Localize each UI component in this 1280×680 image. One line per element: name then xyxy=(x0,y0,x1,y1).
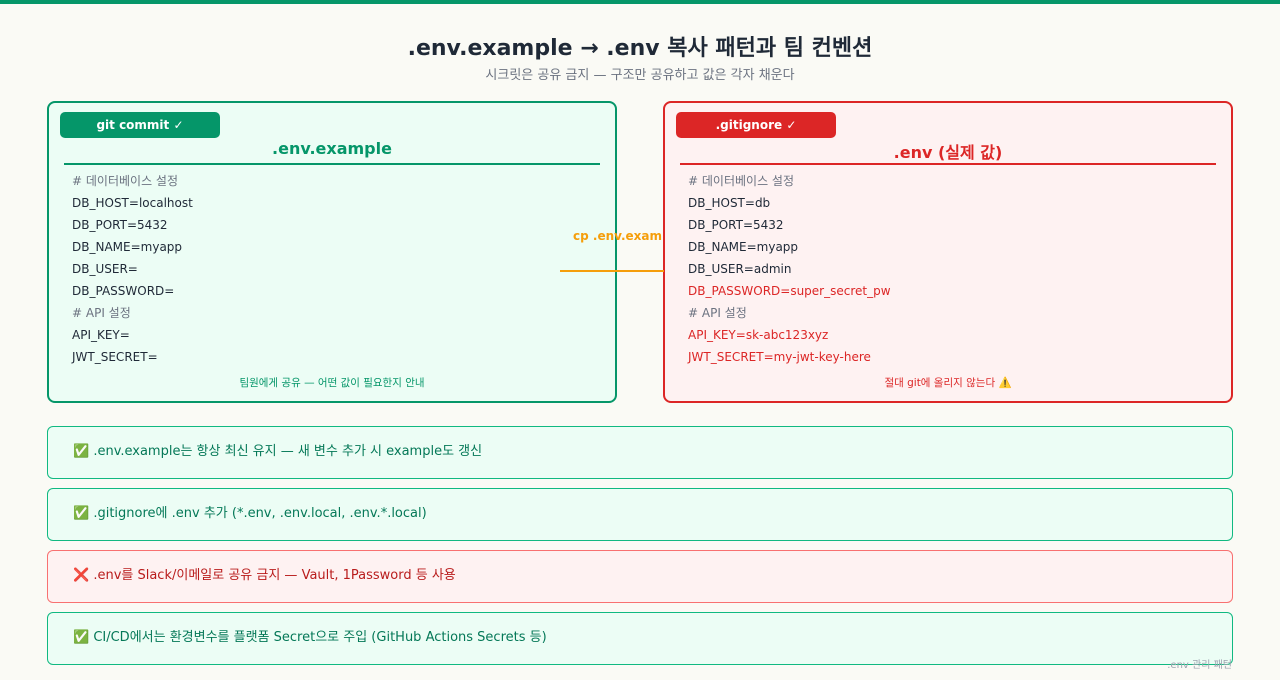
env-line: DB_NAME=myapp xyxy=(688,240,799,254)
env-line: JWT_SECRET=my-jwt-key-here xyxy=(688,350,871,364)
env-line: JWT_SECRET= xyxy=(72,350,158,364)
env-line: DB_USER= xyxy=(72,262,138,276)
panel-divider xyxy=(64,163,600,165)
env-line: DB_PASSWORD=super_secret_pw xyxy=(688,284,891,298)
env-line: DB_HOST=localhost xyxy=(72,196,193,210)
env-real-title: .env (실제 값) xyxy=(893,143,1003,162)
gitignore-badge: .gitignore ✓ xyxy=(676,112,836,138)
env-line: DB_PASSWORD= xyxy=(72,284,175,298)
copy-arrow-label: cp .env.example xyxy=(573,229,663,243)
env-line: # 데이터베이스 설정 xyxy=(72,174,179,188)
env-line: API_KEY= xyxy=(72,328,130,342)
env-example-note: 팀원에게 공유 — 어떤 값이 필요한지 안내 xyxy=(239,377,425,389)
panel-divider xyxy=(680,163,1216,165)
env-line: # 데이터베이스 설정 xyxy=(688,174,795,188)
page-subtitle: 시크릿은 공유 금지 — 구조만 공유하고 값은 각자 채운다 xyxy=(485,68,795,83)
tip-no-sharing: ❌ .env를 Slack/이메일로 공유 금지 — Vault, 1Passw… xyxy=(47,550,1233,603)
env-line: DB_PORT=5432 xyxy=(688,218,784,232)
tip-ci-secrets: ✅ CI/CD에서는 환경변수를 플랫폼 Secret으로 주입 (GitHub… xyxy=(47,612,1233,665)
env-line: DB_NAME=myapp xyxy=(72,240,183,254)
top-accent-bar xyxy=(0,0,1280,4)
env-line: API_KEY=sk-abc123xyz xyxy=(688,328,829,342)
env-example-title: .env.example xyxy=(272,139,392,158)
env-line: DB_USER=admin xyxy=(688,262,792,276)
tip-gitignore-env: ✅ .gitignore에 .env 추가 (*.env, .env.local… xyxy=(47,488,1233,541)
env-line: DB_PORT=5432 xyxy=(72,218,168,232)
page-title: .env.example → .env 복사 패턴과 팀 컨벤션 xyxy=(407,36,873,61)
tip-keep-example-updated: ✅ .env.example는 항상 최신 유지 — 새 변수 추가 시 exa… xyxy=(47,426,1233,479)
footer-label: .env 관리 패턴 xyxy=(1167,660,1232,671)
env-real-panel: .gitignore ✓ .env (실제 값) # 데이터베이스 설정 DB_H… xyxy=(663,101,1233,403)
env-line: # API 설정 xyxy=(688,306,747,320)
env-real-note: 절대 git에 올리지 않는다 ⚠️ xyxy=(884,377,1012,389)
env-line: DB_HOST=db xyxy=(688,196,771,210)
copy-arrow-line xyxy=(560,270,664,272)
env-example-panel: git commit ✓ .env.example # 데이터베이스 설정 DB_… xyxy=(47,101,617,403)
git-commit-badge: git commit ✓ xyxy=(60,112,220,138)
env-line: # API 설정 xyxy=(72,306,131,320)
